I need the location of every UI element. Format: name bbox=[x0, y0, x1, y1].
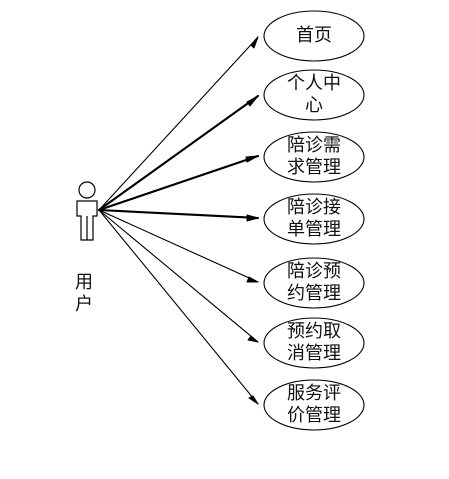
connector-line-review bbox=[98, 209, 259, 405]
connector-line-profile bbox=[97, 94, 260, 212]
arrow-head-cancel bbox=[247, 335, 259, 343]
arrow-head-orders bbox=[246, 214, 259, 222]
usecase-demand: 陪诊需求管理 bbox=[264, 132, 364, 182]
arrow-head-home bbox=[250, 36, 259, 49]
usecase-review: 服务评价管理 bbox=[264, 380, 364, 430]
connector-line-booking bbox=[98, 209, 259, 283]
usecase-ellipse-profile bbox=[263, 69, 365, 121]
usecase-cancel: 预约取消管理 bbox=[264, 318, 364, 368]
usecase-ellipse-cancel bbox=[263, 317, 365, 369]
usecase-label-profile: 个人中心 bbox=[287, 73, 341, 116]
arrow-head-profile bbox=[246, 95, 259, 107]
usecase-ellipse-demand bbox=[263, 131, 365, 183]
usecase-ellipse-booking bbox=[263, 257, 365, 309]
connector-lines bbox=[97, 36, 260, 405]
connector-line-demand bbox=[97, 154, 260, 212]
use-case-ellipses bbox=[263, 10, 365, 431]
usecase-profile: 个人中心 bbox=[264, 70, 364, 120]
actor-body bbox=[76, 200, 98, 241]
connector-line-home bbox=[98, 36, 259, 211]
arrow-head-demand bbox=[245, 155, 259, 163]
usecase-label-demand: 陪诊需求管理 bbox=[287, 135, 341, 178]
usecase-label-home: 首页 bbox=[296, 25, 332, 46]
usecase-ellipse-orders bbox=[263, 193, 365, 245]
usecase-label-booking: 陪诊预约管理 bbox=[287, 261, 341, 304]
usecase-ellipse-review bbox=[263, 379, 365, 431]
actor-head bbox=[78, 181, 96, 199]
usecase-label-review: 服务评价管理 bbox=[287, 383, 341, 426]
usecase-label-cancel: 预约取消管理 bbox=[287, 321, 341, 364]
actor-figure bbox=[76, 181, 98, 241]
usecase-booking: 陪诊预约管理 bbox=[264, 258, 364, 308]
connector-line-orders bbox=[97, 208, 260, 220]
arrow-head-booking bbox=[246, 276, 259, 283]
usecase-label-orders: 陪诊接单管理 bbox=[287, 197, 341, 240]
usecase-home: 首页 bbox=[264, 11, 364, 61]
actor-label: 用户 bbox=[75, 272, 93, 315]
arrow-head-review bbox=[248, 395, 259, 405]
usecase-ellipse-home bbox=[263, 10, 365, 62]
usecase-orders: 陪诊接单管理 bbox=[264, 194, 364, 244]
connector-line-cancel bbox=[98, 209, 259, 343]
